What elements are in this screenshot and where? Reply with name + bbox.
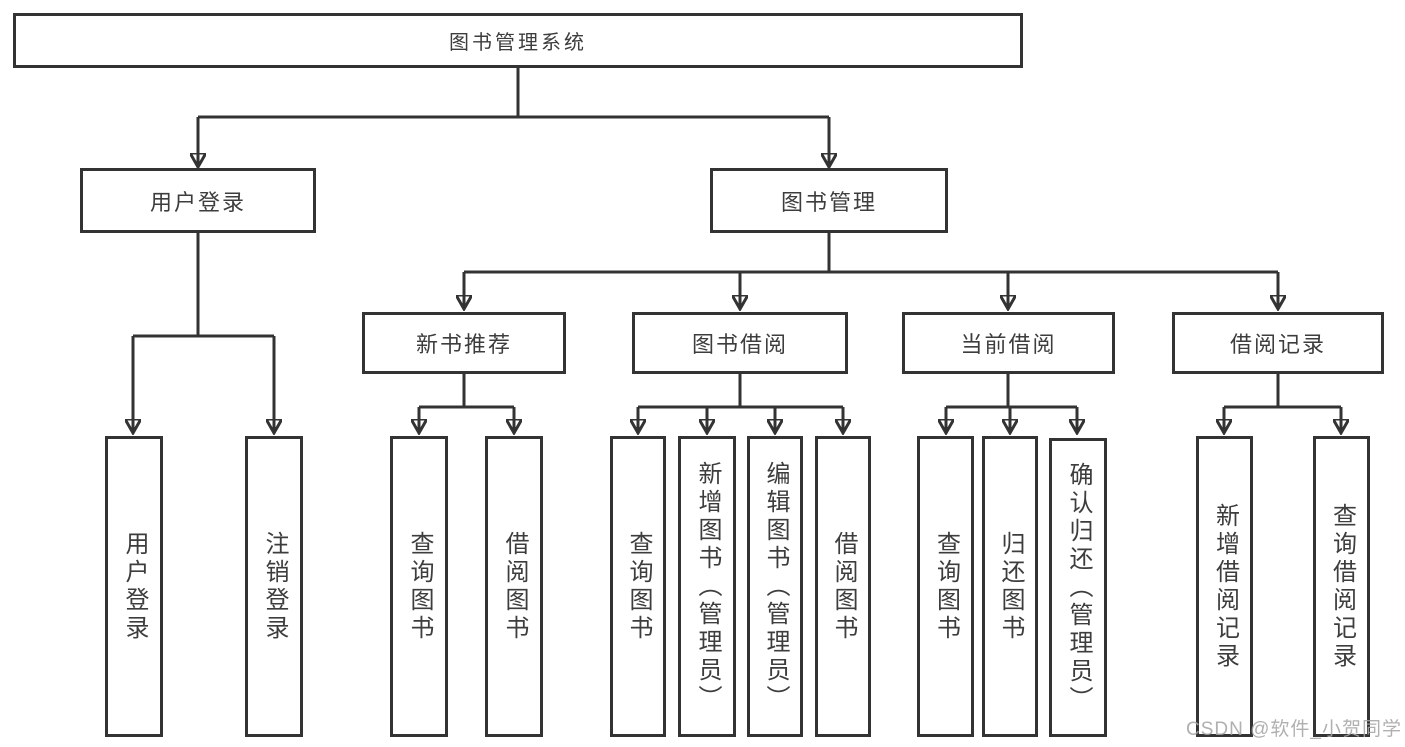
leaf-borrow-books-recommend: 借阅图书 [485, 436, 543, 737]
arrow-lines [133, 117, 1341, 433]
leaf-query-books-recommend: 查询图书 [390, 436, 448, 737]
leaf-edit-books-admin: 编辑图书（管理员） [747, 436, 803, 737]
node-borrowing-records: 借阅记录 [1172, 312, 1384, 374]
leaf-add-books-admin: 新增图书（管理员） [678, 436, 736, 737]
leaf-query-books-current: 查询图书 [917, 436, 974, 737]
node-book-borrowing: 图书借阅 [632, 312, 848, 374]
leaf-query-books-borrow: 查询图书 [610, 436, 666, 737]
leaf-user-login: 用户登录 [105, 436, 163, 737]
leaf-add-borrow-record: 新增借阅记录 [1196, 436, 1253, 737]
node-book-management: 图书管理 [710, 168, 948, 233]
node-library-management-system: 图书管理系统 [13, 13, 1023, 68]
node-new-book-recommendation: 新书推荐 [362, 312, 566, 374]
leaf-confirm-return-admin: 确认归还（管理员） [1049, 438, 1107, 737]
leaf-return-books: 归还图书 [982, 436, 1038, 737]
node-current-borrowing: 当前借阅 [902, 312, 1115, 374]
trunk-lines [133, 68, 1341, 409]
leaf-borrow-books: 借阅图书 [815, 436, 871, 737]
watermark-text: CSDN @软件_小贺同学 [1186, 719, 1402, 740]
leaf-query-borrow-record: 查询借阅记录 [1313, 436, 1370, 737]
leaf-logout: 注销登录 [245, 436, 303, 737]
node-user-login: 用户登录 [80, 168, 316, 233]
